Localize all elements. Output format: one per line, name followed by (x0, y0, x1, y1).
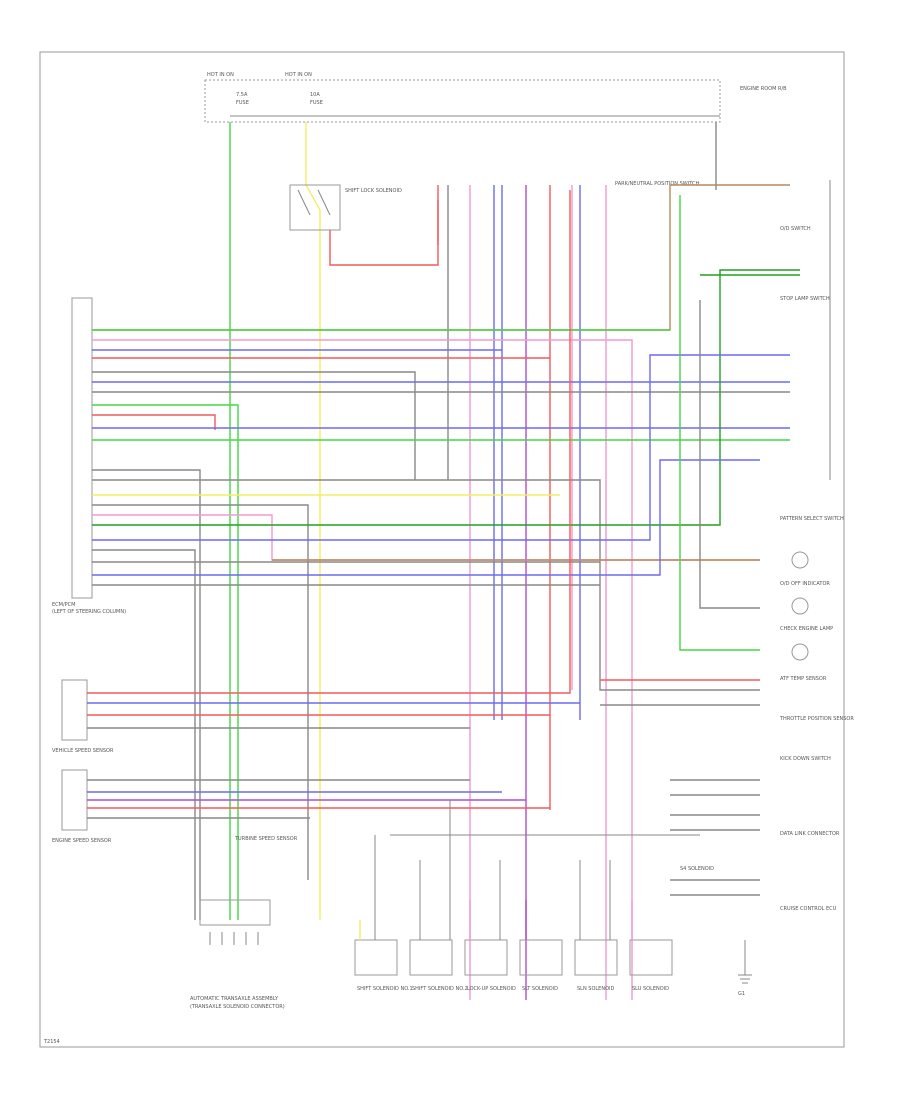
fuse-box-right-label: HOT IN ON (285, 72, 312, 78)
solenoid-3-box (464, 939, 508, 976)
pcm-connector: ECM/PCM (LEFT OF STEERING COLUMN) (52, 297, 126, 615)
engine-room-fuse-label: ENGINE ROOM R/B (740, 86, 787, 92)
solenoid-4-box (519, 939, 563, 976)
check-engine-symbol (791, 597, 809, 615)
od-lamp-symbol (791, 551, 809, 569)
fuse-right-name: FUSE (310, 100, 323, 106)
right-components: O/D SWITCH STOP LAMP SWITCH PATTERN SELE… (600, 180, 854, 912)
fuse-right-amp: 10A (310, 92, 320, 98)
fuse-left-amp: 7.5A (236, 92, 248, 98)
vehicle-speed-sensor: VEHICLE SPEED SENSOR (52, 190, 580, 754)
solenoid-6-box (629, 939, 673, 976)
solenoid-2-box (409, 939, 453, 976)
transaxle-connector: AUTOMATIC TRANSAXLE ASSEMBLY (TRANSAXLE … (190, 899, 285, 1010)
solenoid-row: SHIFT SOLENOID NO.1 SHIFT SOLENOID NO.2 … (354, 800, 714, 992)
ess-title: ENGINE SPEED SENSOR (52, 838, 112, 844)
fuse-box: HOT IN ON HOT IN ON 7.5A FUSE 10A FUSE E… (204, 72, 787, 123)
engine-speed-sensor: ENGINE SPEED SENSOR TURBINE SPEED SENSOR (52, 769, 550, 844)
data-link-label: DATA LINK CONNECTOR (780, 831, 840, 837)
pcm-title: ECM/PCM (52, 602, 75, 608)
check-engine-label: CHECK ENGINE LAMP (780, 626, 833, 632)
top-connector-group: PARK/NEUTRAL POSITION SWITCH (437, 181, 699, 1000)
cruise-label: CRUISE CONTROL ECU (780, 906, 837, 912)
solenoid-1-box (354, 939, 398, 976)
power-feeds (229, 122, 717, 920)
solenoid-5-label: SLN SOLENOID (577, 986, 614, 992)
stop-lamp-label: STOP LAMP SWITCH (780, 296, 830, 302)
transaxle-title: AUTOMATIC TRANSAXLE ASSEMBLY (190, 996, 279, 1002)
overdrive-switch-label: O/D SWITCH (780, 226, 811, 232)
footer-code: T2154 (43, 1039, 60, 1045)
od-lamp-label: O/D OFF INDICATOR (780, 581, 830, 587)
solenoid-5-box (574, 939, 618, 976)
pcm-subtitle: (LEFT OF STEERING COLUMN) (52, 609, 126, 615)
shift-lock-label: SHIFT LOCK SOLENOID (345, 188, 402, 194)
throttle-label: THROTTLE POSITION SENSOR (779, 716, 854, 722)
atf-temp-symbol (791, 643, 809, 661)
pcm-wires (92, 184, 800, 1000)
transaxle-subtitle: (TRANSAXLE SOLENOID CONNECTOR) (190, 1004, 285, 1010)
vss-title: VEHICLE SPEED SENSOR (52, 748, 114, 754)
turbine-sensor-label: TURBINE SPEED SENSOR (234, 836, 298, 842)
solenoid-3-label: LOCK-UP SOLENOID (467, 986, 516, 992)
fuse-box-left-label: HOT IN ON (207, 72, 234, 78)
park-neutral-label: PARK/NEUTRAL POSITION SWITCH (615, 181, 699, 187)
pattern-select-label: PATTERN SELECT SWITCH (780, 516, 844, 522)
solenoid-4-label: SLT SOLENOID (522, 986, 558, 992)
solenoid-2-label: SHIFT SOLENOID NO.2 (412, 986, 468, 992)
ground-symbol: G1 (738, 940, 752, 997)
kick-down-label: KICK DOWN SWITCH (780, 756, 831, 762)
diagram-frame (39, 51, 845, 1048)
solenoid-7-label: S4 SOLENOID (680, 866, 714, 872)
ground-tag: G1 (738, 991, 745, 997)
solenoid-6-label: SLU SOLENOID (632, 986, 669, 992)
solenoid-1-label: SHIFT SOLENOID NO.1 (357, 986, 413, 992)
fuse-left-name: FUSE (236, 100, 249, 106)
atf-temp-label: ATF TEMP SENSOR (780, 676, 827, 682)
